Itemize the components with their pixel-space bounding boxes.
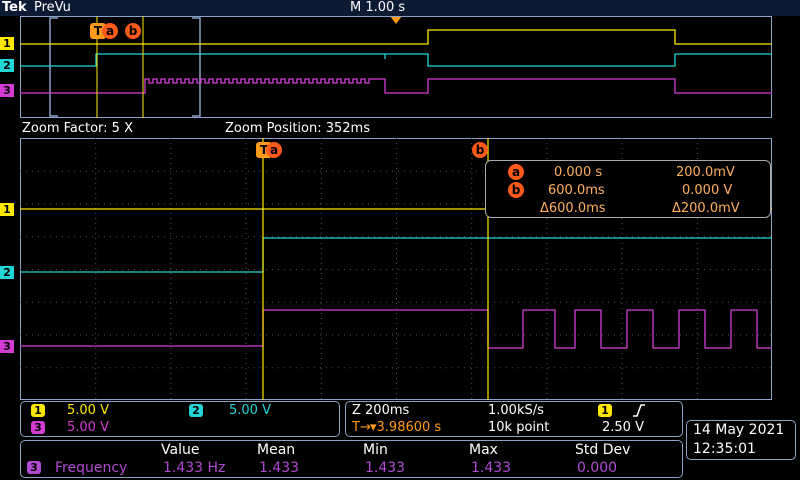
ch1-scale[interactable]: 5.00 V [67, 403, 109, 418]
horizontal-settings-panel[interactable]: Z 200ms 1.00kS/s 1 T→ ▾3.98600 s 10k poi… [345, 401, 683, 437]
overview-cursor-b-label[interactable]: b [125, 23, 141, 39]
ch2-scale[interactable]: 5.00 V [229, 403, 271, 418]
trigger-delay[interactable]: ▾3.98600 s [370, 420, 442, 435]
overview-ch1-marker[interactable]: 1 [0, 37, 14, 50]
overview-ch1-trace [20, 29, 772, 45]
readout-cursor-b-icon: b [508, 182, 524, 198]
time-display: 12:35:01 [693, 441, 756, 457]
cursor-readout-panel: a 0.000 s 200.0mV b 600.0ms 0.000 V Δ600… [485, 160, 771, 218]
zoom-position-label: Zoom Position: 352ms [225, 121, 370, 136]
trigger-level[interactable]: 2.50 V [602, 420, 644, 435]
measurement-panel[interactable]: Value Mean Min Max Std Dev 3 Frequency 1… [20, 440, 683, 478]
sample-rate: 1.00kS/s [488, 403, 544, 418]
cursor-a-voltage: 200.0mV [676, 165, 735, 180]
cursor-a-time: 0.000 s [554, 165, 603, 180]
meas-header-min: Min [363, 442, 388, 458]
overview-ch2-marker[interactable]: 2 [0, 59, 14, 72]
trigger-position-icon [390, 16, 402, 24]
meas-value: 1.433 Hz [163, 460, 226, 476]
cursor-b-time: 600.0ms [548, 183, 605, 198]
trigger-position-icon: T→ [352, 420, 371, 435]
zoom-ch1-marker[interactable]: 1 [0, 203, 14, 216]
vertical-settings-panel[interactable]: 1 5.00 V 2 5.00 V 3 5.00 V [20, 401, 340, 437]
ch2-scale-icon: 2 [189, 404, 203, 417]
meas-header-stddev: Std Dev [575, 442, 631, 458]
zoom-ch3-marker[interactable]: 3 [0, 340, 14, 353]
ch3-scale-icon: 3 [31, 421, 45, 434]
date-display: 14 May 2021 [693, 422, 785, 438]
overview-ch2-trace [20, 53, 772, 67]
zoom-timebase[interactable]: Z 200ms [352, 403, 410, 418]
overview-traces [20, 16, 772, 118]
meas-header-max: Max [469, 442, 498, 458]
rising-edge-icon [633, 404, 645, 417]
meas-name: Frequency [55, 460, 128, 476]
zoom-factor-label: Zoom Factor: 5 X [22, 121, 133, 136]
ch3-scale[interactable]: 5.00 V [67, 420, 109, 435]
meas-header-mean: Mean [257, 442, 296, 458]
zoom-ch2-marker[interactable]: 2 [0, 266, 14, 279]
cursor-delta-time: Δ600.0ms [540, 201, 606, 216]
ch1-scale-icon: 1 [31, 404, 45, 417]
acquisition-mode: PreVu [34, 0, 71, 15]
meas-min: 1.433 [365, 460, 406, 476]
meas-channel-icon: 3 [27, 461, 41, 474]
brand-logo: Tek [2, 0, 27, 15]
zoom-bracket-left [49, 17, 58, 117]
main-timebase: M 1.00 s [350, 0, 406, 15]
meas-max: 1.433 [471, 460, 512, 476]
meas-mean: 1.433 [259, 460, 300, 476]
status-bar [0, 0, 800, 16]
datetime-panel: 14 May 2021 12:35:01 [686, 420, 796, 460]
zoom-bracket-right [192, 17, 201, 117]
readout-cursor-a-icon: a [508, 164, 524, 180]
overview-waveform-window[interactable] [20, 16, 772, 118]
zoom-cursor-b-label[interactable]: b [472, 142, 488, 158]
overview-ch3-marker[interactable]: 3 [0, 84, 14, 97]
record-length: 10k point [488, 420, 550, 435]
cursor-delta-voltage: Δ200.0mV [672, 201, 740, 216]
meas-header-value: Value [161, 442, 200, 458]
cursor-b-voltage: 0.000 V [682, 183, 733, 198]
zoom-ch3-trace [20, 309, 772, 349]
trigger-source-icon: 1 [598, 404, 612, 417]
meas-stddev: 0.000 [577, 460, 618, 476]
overview-cursor-a-label[interactable]: a [102, 23, 118, 39]
zoom-cursor-a-label[interactable]: a [266, 142, 282, 158]
overview-ch3-trace [20, 78, 772, 94]
